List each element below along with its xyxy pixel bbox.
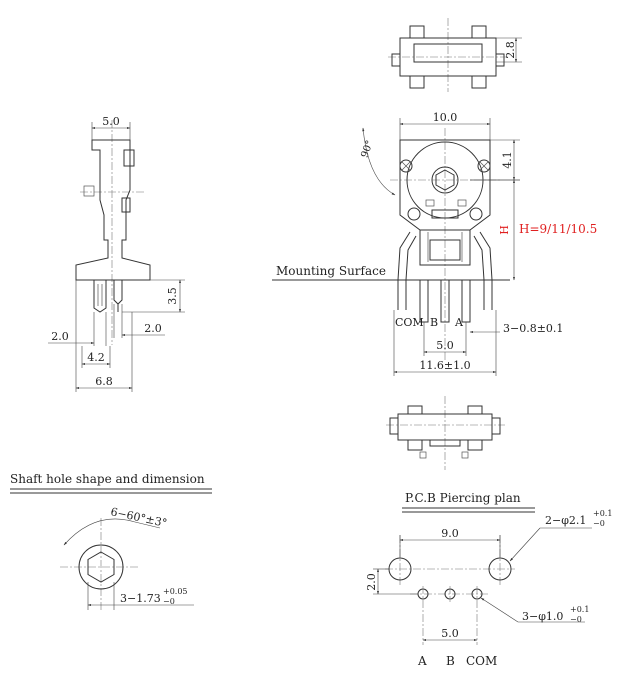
pcb-span-label: 9.0 [441, 527, 459, 540]
pcb-pitch-label: 5.0 [441, 627, 459, 640]
side-mid-label: 4.2 [87, 351, 105, 364]
side-view: 5.0 3.5 2.0 2.0 4.2 6.8 [48, 115, 185, 392]
front-angle-label: 90° [359, 139, 375, 159]
pin-a-label: A [454, 316, 464, 329]
side-width-label: 5.0 [102, 115, 120, 128]
side-h1-label: 3.5 [166, 287, 179, 305]
front-view: 10.0 90° 4.1 H H=9/11/10.5 Mounting Surf… [272, 111, 597, 376]
pcb-small-tol-low: −0 [570, 615, 582, 624]
top-height-label: 2.8 [504, 41, 517, 59]
top-view: 2.8 [388, 18, 522, 92]
shaft-tol-low: −0 [163, 597, 175, 606]
pcb-big-tol-low: −0 [593, 519, 605, 528]
base-width-label: 11.6±1.0 [419, 359, 470, 372]
shaft-angle-label: 6−60°±3° [109, 505, 168, 530]
pcb-vert-label: 2.0 [365, 573, 378, 591]
pcb-small-holes-label: 3−φ1.0 [522, 610, 563, 623]
pcb-big-holes-label: 2−φ2.1 [545, 514, 586, 527]
pin-spec-label: 3−0.8±0.1 [503, 322, 563, 335]
shaft-dim-label: 3−1.73 [120, 592, 161, 605]
shaft-title: Shaft hole shape and dimension [10, 472, 205, 486]
side-left-label: 2.0 [51, 330, 69, 343]
pcb-small-tol-up: +0.1 [570, 605, 589, 614]
pcb-com-label: COM [466, 654, 497, 668]
shaft-hole-detail: Shaft hole shape and dimension 6−60°±3° … [10, 472, 212, 610]
side-total-label: 6.8 [95, 375, 113, 388]
pin-b-label: B [430, 316, 438, 329]
mounting-surface-label: Mounting Surface [276, 264, 386, 278]
height-letter: H [498, 225, 511, 235]
pcb-a-label: A [417, 654, 427, 668]
height-options: H=9/11/10.5 [519, 222, 597, 236]
side-right-label: 2.0 [144, 322, 162, 335]
pcb-big-tol-up: +0.1 [593, 509, 612, 518]
shaft-tol-up: +0.05 [163, 587, 188, 596]
pcb-b-label: B [446, 654, 455, 668]
pin-com-label: COM [395, 316, 424, 329]
pin-pitch-label: 5.0 [436, 339, 454, 352]
bottom-view [386, 396, 505, 470]
front-width-label: 10.0 [433, 111, 458, 124]
pcb-piercing-plan: P.C.B Piercing plan 9.0 2.0 2−φ2.1 +0.1 … [365, 491, 612, 668]
front-height-label: 4.1 [501, 151, 514, 169]
pcb-title: P.C.B Piercing plan [405, 491, 521, 505]
